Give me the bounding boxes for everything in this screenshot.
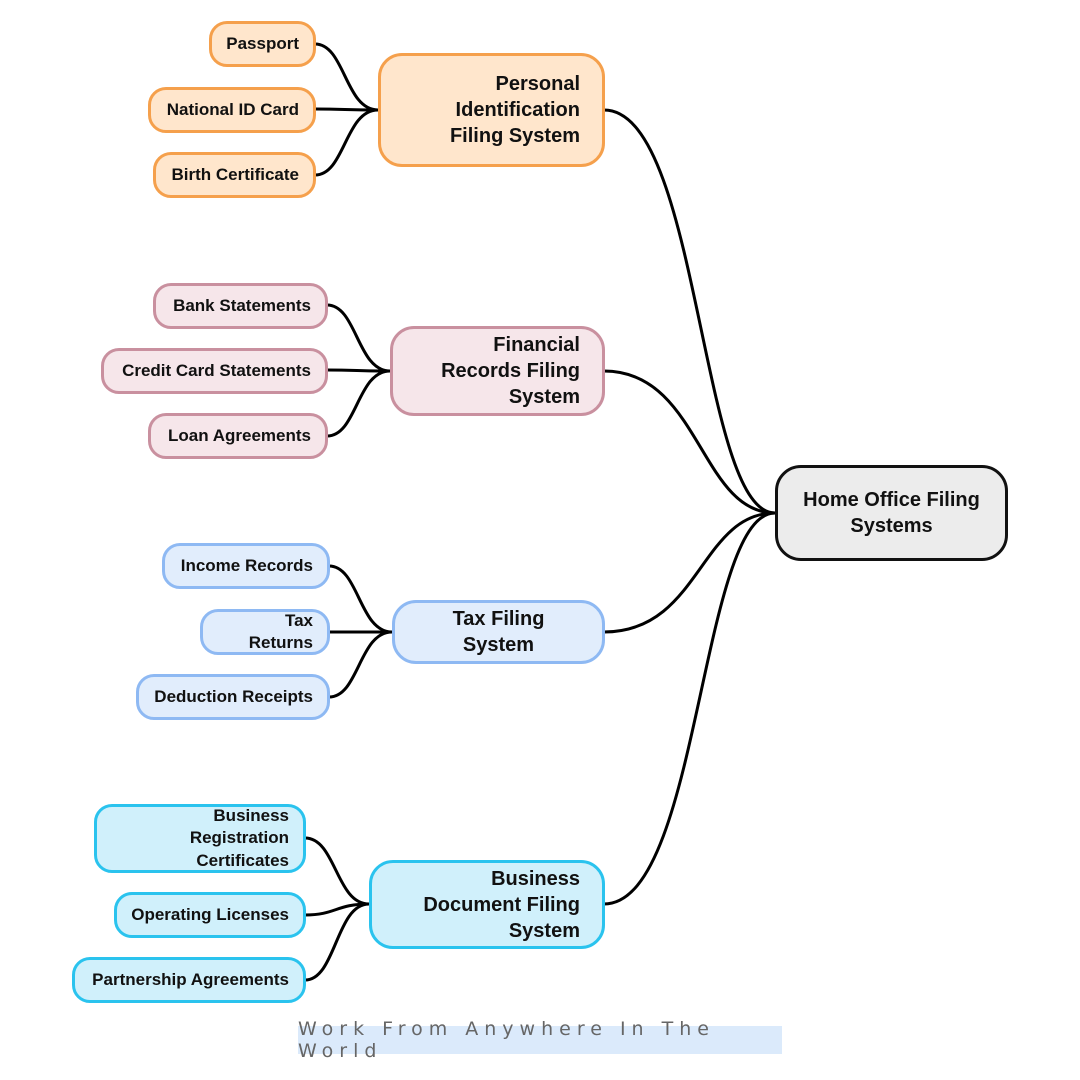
- leaf-label: Birth Certificate: [171, 164, 299, 184]
- connector-birth-certificate: [313, 108, 380, 177]
- leaf-label: Loan Agreements: [168, 425, 311, 445]
- branch-label: Business Document Filing System: [423, 867, 580, 942]
- leaf-label: Income Records: [180, 555, 313, 575]
- leaf-label: Tax Returns: [248, 610, 313, 652]
- leaf-birth-certificate[interactable]: Birth Certificate: [153, 152, 316, 198]
- leaf-income-records[interactable]: Income Records: [162, 543, 330, 589]
- leaf-operating-licenses[interactable]: Operating Licenses: [114, 892, 306, 938]
- connector-deduction-receipts: [327, 630, 394, 699]
- connector-bank-statements: [325, 303, 392, 373]
- branch-tax[interactable]: Tax Filing System: [392, 600, 605, 664]
- leaf-label: Passport: [226, 33, 299, 53]
- branch-business-document[interactable]: Business Document Filing System: [369, 860, 605, 949]
- connector-credit-card: [325, 368, 392, 373]
- root-node[interactable]: Home Office Filing Systems: [775, 465, 1008, 561]
- connector-root-business: [602, 511, 777, 906]
- connector-root-financial: [602, 369, 777, 515]
- leaf-bank-statements[interactable]: Bank Statements: [153, 283, 328, 329]
- leaf-credit-card-statements[interactable]: Credit Card Statements: [101, 348, 328, 394]
- branch-label: Personal Identification Filing System: [449, 73, 580, 147]
- leaf-partnership-agreements[interactable]: Partnership Agreements: [72, 957, 306, 1003]
- leaf-national-id-card[interactable]: National ID Card: [148, 87, 316, 133]
- leaf-deduction-receipts[interactable]: Deduction Receipts: [136, 674, 330, 720]
- branch-personal-identification[interactable]: Personal Identification Filing System: [378, 53, 605, 167]
- leaf-loan-agreements[interactable]: Loan Agreements: [148, 413, 328, 459]
- branch-label: Tax Filing System: [452, 608, 545, 656]
- branch-financial-records[interactable]: Financial Records Filing System: [390, 326, 605, 416]
- connector-partnership-agreements: [303, 902, 371, 982]
- leaf-label: Business Registration Certificates: [189, 806, 289, 870]
- connector-root-personal: [602, 108, 777, 515]
- connector-national-id: [313, 107, 380, 112]
- leaf-label: Credit Card Statements: [122, 360, 311, 380]
- branch-label: Financial Records Filing System: [441, 334, 580, 408]
- leaf-label: Partnership Agreements: [92, 969, 289, 989]
- root-label: Home Office Filing Systems: [803, 489, 980, 537]
- leaf-business-registration-certificates[interactable]: Business Registration Certificates: [94, 804, 306, 873]
- leaf-label: Bank Statements: [173, 295, 311, 315]
- connector-business-registration: [303, 836, 371, 906]
- leaf-label: Deduction Receipts: [154, 686, 313, 706]
- connector-loan-agreements: [325, 369, 392, 438]
- footer-text: Work From Anywhere In The World: [298, 1018, 715, 1062]
- connector-root-tax: [602, 511, 777, 634]
- leaf-label: Operating Licenses: [131, 904, 289, 924]
- connector-income-records: [327, 564, 394, 634]
- connector-passport: [313, 42, 380, 112]
- leaf-label: National ID Card: [166, 99, 299, 119]
- leaf-tax-returns[interactable]: Tax Returns: [200, 609, 330, 655]
- leaf-passport[interactable]: Passport: [209, 21, 316, 67]
- footer-caption: Work From Anywhere In The World: [298, 1018, 782, 1062]
